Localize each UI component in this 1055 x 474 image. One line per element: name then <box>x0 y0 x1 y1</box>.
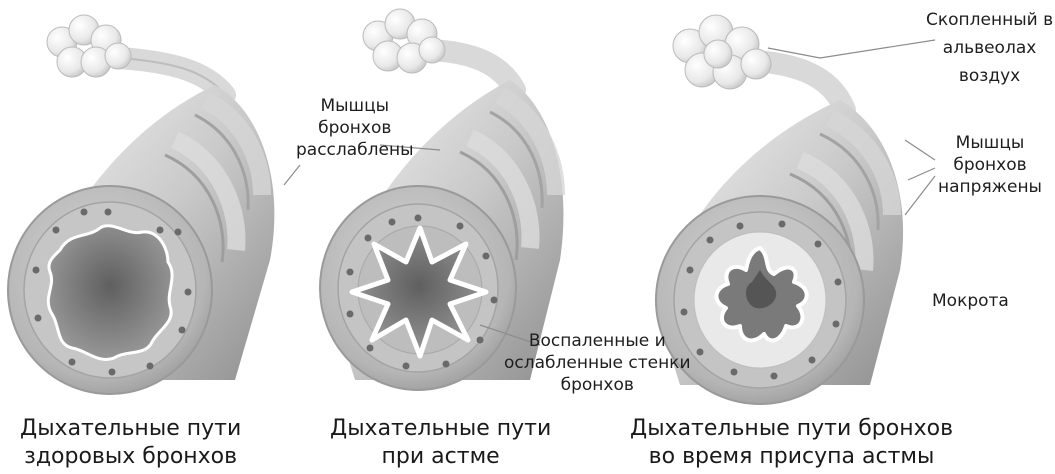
label-muscles-tense: Мышцы бронхов напряжены <box>938 132 1042 198</box>
leader-trapped-air <box>768 40 935 58</box>
leader-tense-1 <box>905 140 935 160</box>
alveoli-cluster-1 <box>47 15 131 77</box>
label-muscles-relaxed: Мышцы бронхов расслаблены <box>296 95 414 161</box>
healthy-lumen <box>48 226 172 360</box>
alveoli-cluster-2 <box>363 9 445 73</box>
caption-healthy: Дыхательные пути здоровых бронхов <box>20 415 241 471</box>
leader-relaxed-1 <box>284 165 300 185</box>
caption-asthma: Дыхательные пути при астме <box>330 415 551 471</box>
label-mucus: Мокрота <box>932 290 1009 312</box>
leader-tense-3 <box>905 176 935 215</box>
attack-airway-illustration <box>655 15 903 404</box>
caption-attack: Дыхательные пути бронхов во время присуп… <box>630 415 953 471</box>
label-inflamed-walls: Воспаленные и ослабленные стенки бронхов <box>504 330 691 396</box>
healthy-airway-illustration <box>8 15 274 394</box>
label-trapped-air: Скопленный в альвеолах воздух <box>926 6 1053 90</box>
alveoli-cluster-3 <box>673 15 771 89</box>
leader-tense-2 <box>908 168 935 180</box>
